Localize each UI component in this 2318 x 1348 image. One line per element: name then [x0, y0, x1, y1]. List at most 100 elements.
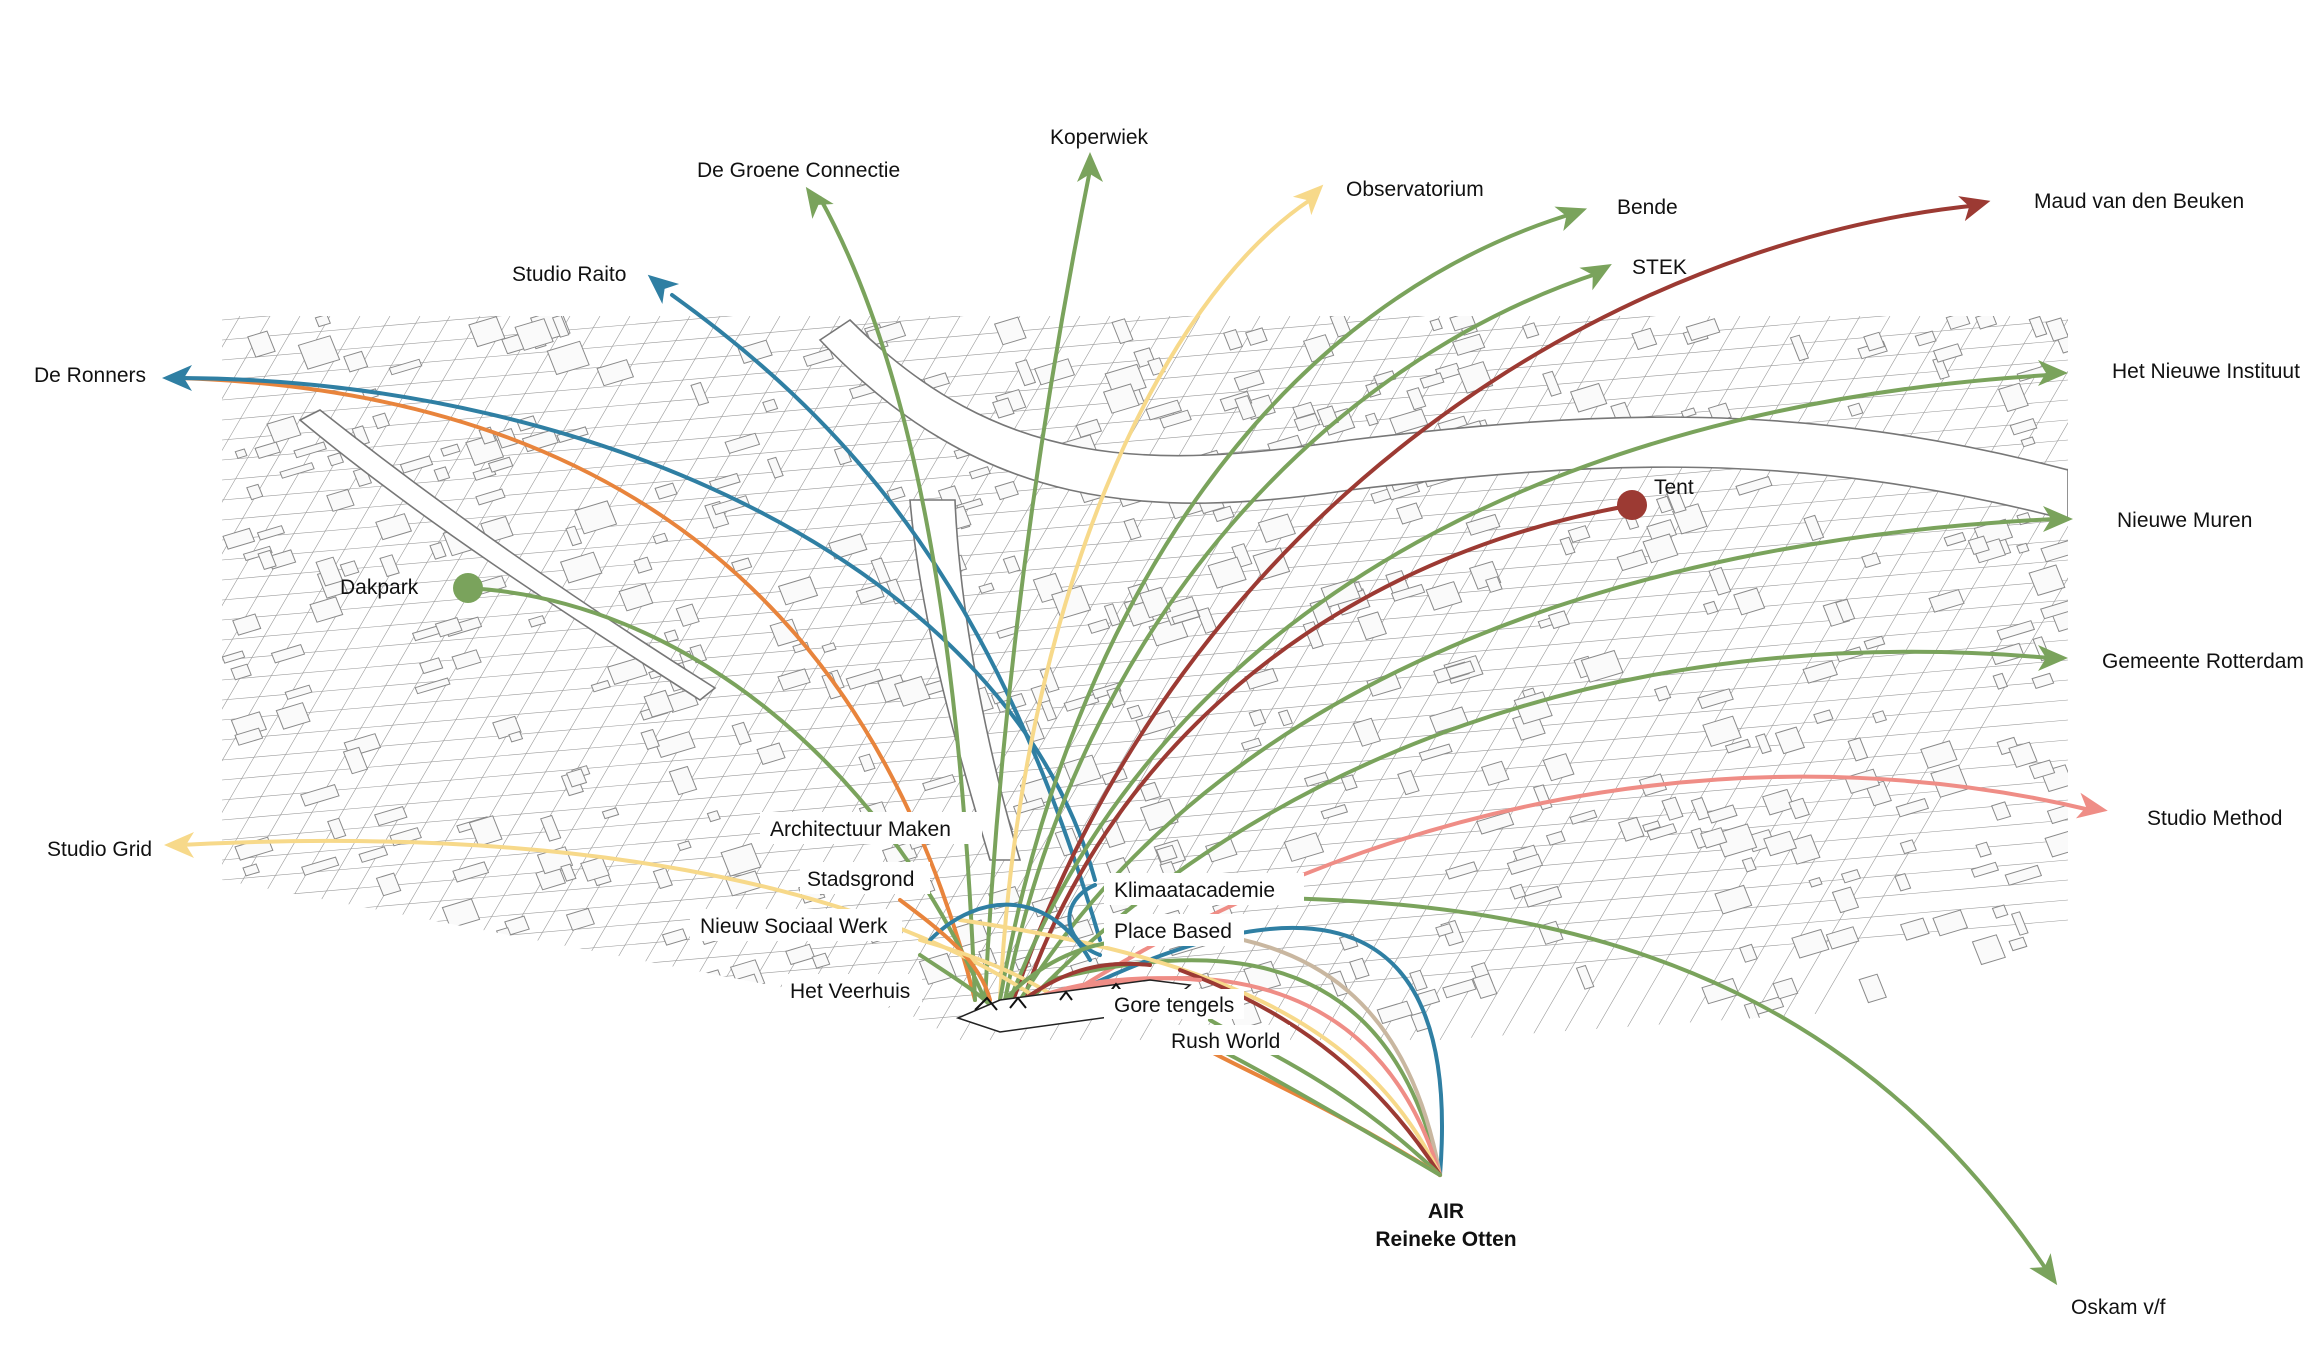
- map-building: [1788, 797, 1810, 820]
- map-street: [222, 479, 2068, 641]
- map-building: [452, 861, 490, 883]
- map-street: [1619, 316, 2041, 1041]
- map-building: [596, 359, 635, 387]
- map-building: [1863, 331, 1886, 352]
- map-building: [508, 730, 524, 743]
- map-building: [1390, 583, 1426, 602]
- map-building: [1646, 823, 1678, 841]
- arrow-marker: [162, 365, 192, 391]
- map-building: [2044, 828, 2068, 858]
- map-street: [222, 659, 2068, 821]
- map-building: [1212, 505, 1235, 523]
- map-building: [1002, 555, 1021, 574]
- map-building: [434, 616, 463, 638]
- map-building: [2051, 604, 2068, 633]
- map-building: [1111, 318, 1134, 345]
- map-building: [706, 810, 721, 823]
- map-building: [375, 513, 413, 541]
- map-building: [1741, 857, 1757, 873]
- map-building: [1429, 318, 1443, 332]
- map-street: [222, 316, 2068, 461]
- map-building: [1015, 359, 1037, 387]
- map-building: [1680, 407, 1697, 419]
- connection-line: [466, 586, 987, 1002]
- map-building: [535, 999, 561, 1017]
- map-building: [1714, 823, 1758, 858]
- map-building: [1992, 672, 2009, 690]
- map-building: [540, 814, 562, 842]
- map-building: [388, 358, 423, 376]
- map-building: [1702, 600, 1719, 615]
- map-building: [2045, 317, 2068, 342]
- map-building: [1234, 394, 1257, 421]
- map-building: [447, 950, 473, 978]
- map-building: [574, 500, 618, 535]
- map-building: [2028, 564, 2066, 597]
- map-building: [379, 554, 400, 578]
- map-building: [1233, 370, 1265, 392]
- map-building: [1928, 589, 1965, 613]
- map-street: [222, 619, 2068, 781]
- map-building: [1075, 418, 1103, 438]
- map-building: [397, 979, 437, 1007]
- map-street: [222, 316, 241, 1041]
- labels: De Ronners Studio Raito De Groene Connec…: [34, 126, 2304, 1319]
- map-building: [978, 582, 995, 594]
- map-building: [654, 482, 678, 500]
- map-building: [668, 765, 698, 796]
- map-building: [1787, 834, 1821, 865]
- map-building: [677, 840, 692, 852]
- map-building: [230, 663, 252, 681]
- map-street: [1799, 316, 2068, 1041]
- map-building: [1708, 566, 1732, 596]
- map-street: [1739, 316, 2068, 1041]
- map-building: [326, 488, 355, 512]
- map-building: [1970, 861, 2000, 878]
- map-building: [607, 656, 648, 686]
- map-building: [472, 466, 497, 481]
- map-building: [1685, 318, 1721, 342]
- map-street: [1769, 316, 2068, 1041]
- map-building: [1207, 556, 1247, 589]
- map-building: [1844, 768, 1881, 794]
- map-building: [1813, 709, 1834, 725]
- connection-line: [1058, 774, 2092, 1002]
- map-building: [284, 684, 313, 700]
- map-street: [222, 359, 2068, 521]
- map-building: [1863, 635, 1886, 650]
- map-building: [1569, 809, 1598, 825]
- map-building: [690, 381, 710, 406]
- connection-line: [1178, 968, 1442, 1177]
- map-building: [802, 348, 834, 367]
- map-building: [994, 480, 1019, 501]
- map-building: [246, 927, 272, 942]
- map-building: [487, 456, 514, 473]
- label-stadsgrond: Stadsgrond: [807, 868, 914, 891]
- map-building: [1642, 533, 1679, 564]
- map-building: [270, 643, 306, 664]
- map-street: [539, 316, 961, 1041]
- map-building: [1245, 327, 1268, 346]
- map-building: [2009, 417, 2038, 436]
- map-building: [1223, 328, 1243, 351]
- map-building: [1364, 412, 1379, 427]
- map-building: [1998, 382, 2029, 413]
- map-building: [1772, 977, 1799, 1000]
- map-building: [1542, 753, 1575, 782]
- map-building: [1395, 502, 1423, 525]
- label-studio-method: Studio Method: [2147, 807, 2282, 830]
- arrow-marker: [1579, 264, 1612, 291]
- map-building: [652, 532, 669, 545]
- label-het-veerhuis: Het Veerhuis: [790, 980, 910, 1003]
- map-building: [1996, 620, 2036, 641]
- map-building: [1542, 370, 1562, 397]
- map-street: [0, 316, 210, 1040]
- map-street: [869, 316, 1291, 1041]
- map-building: [372, 412, 391, 430]
- map-building: [2008, 741, 2038, 768]
- map-building: [1277, 709, 1293, 727]
- map-street: [222, 316, 2068, 381]
- map-building: [821, 642, 837, 654]
- map-building: [665, 975, 689, 1000]
